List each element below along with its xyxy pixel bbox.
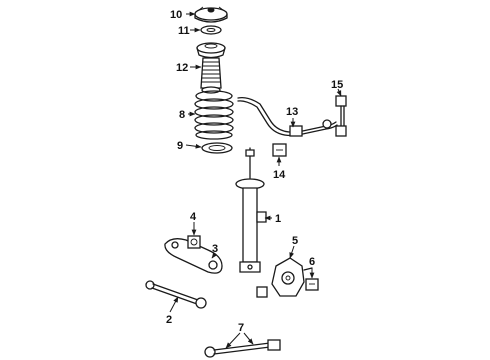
callout-13: 13 <box>286 106 298 118</box>
callout-2: 2 <box>166 314 172 326</box>
stabilizer-link <box>335 95 347 137</box>
mount-bearing <box>200 25 222 35</box>
callout-9: 9 <box>177 140 183 152</box>
strut-assembly <box>235 147 267 273</box>
stabilizer-bushing <box>272 143 287 157</box>
callout-5: 5 <box>292 235 298 247</box>
callout-10: 10 <box>170 9 182 21</box>
knuckle-bushing <box>256 286 268 298</box>
arm-bushing <box>187 235 201 249</box>
callout-labels: 10 11 12 8 9 1 13 15 14 4 3 2 5 6 7 <box>166 9 343 334</box>
lower-control-arm <box>164 238 223 274</box>
callout-7: 7 <box>238 322 244 334</box>
rear-bushing <box>305 278 319 291</box>
spring-insulator <box>201 142 233 154</box>
stabilizer-bar <box>237 96 338 137</box>
callout-6: 6 <box>309 256 315 268</box>
steering-knuckle <box>271 257 313 297</box>
callout-1: 1 <box>275 213 281 225</box>
callout-14: 14 <box>273 169 286 181</box>
leader-lines <box>169 11 342 349</box>
coil-spring <box>194 90 234 140</box>
callout-11: 11 <box>178 25 190 37</box>
callout-8: 8 <box>179 109 185 121</box>
dust-boot <box>200 57 222 94</box>
trailing-link <box>204 339 281 358</box>
callout-3: 3 <box>212 243 218 255</box>
callout-15: 15 <box>331 79 343 91</box>
upper-spring-seat <box>196 42 226 59</box>
callout-12: 12 <box>176 62 188 74</box>
strut-mount <box>194 6 228 23</box>
lateral-link <box>145 280 207 309</box>
callout-4: 4 <box>190 211 197 223</box>
